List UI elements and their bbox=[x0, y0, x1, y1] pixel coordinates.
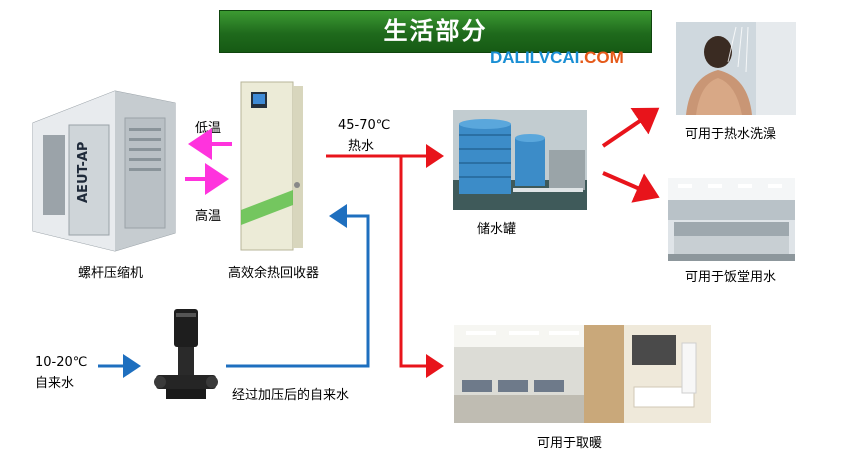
pressurized-water-line bbox=[226, 204, 370, 368]
heating-image bbox=[454, 325, 711, 423]
shower-arrow bbox=[601, 107, 660, 148]
canteen-arrow bbox=[602, 171, 660, 203]
watermark: DALILVCAI.COM bbox=[490, 48, 624, 68]
title-banner: 生活部分 bbox=[219, 10, 652, 53]
pump-image bbox=[152, 305, 220, 405]
heat-recovery-image bbox=[237, 80, 305, 253]
watermark-suffix: .COM bbox=[579, 48, 624, 67]
shower-image bbox=[676, 22, 796, 115]
pressurized-water-label: 经过加压后的自来水 bbox=[232, 388, 350, 403]
shower-label: 可用于热水洗澡 bbox=[685, 127, 777, 142]
storage-tank-image bbox=[453, 110, 587, 210]
compressor-image: AEUT-AP bbox=[25, 83, 177, 255]
tap-water-label: 自来水 bbox=[35, 376, 75, 391]
compressor-brand: AEUT-AP bbox=[76, 142, 91, 203]
hot-water-label: 热水 bbox=[348, 139, 375, 154]
compressor-label: 螺杆压缩机 bbox=[78, 266, 144, 281]
storage-tank-label: 储水罐 bbox=[477, 222, 517, 237]
high-temp-label: 高温 bbox=[195, 209, 222, 224]
watermark-main: DALILVCAI bbox=[490, 48, 580, 67]
canteen-image bbox=[668, 178, 795, 261]
heating-branch-line bbox=[399, 156, 444, 378]
canteen-label: 可用于饭堂用水 bbox=[685, 270, 777, 285]
heating-label: 可用于取暖 bbox=[537, 436, 603, 451]
hot-water-temp-label: 45-70℃ bbox=[338, 118, 391, 133]
heat-recovery-label: 高效余热回收器 bbox=[228, 266, 320, 281]
cold-water-temp-label: 10-20℃ bbox=[35, 355, 88, 370]
